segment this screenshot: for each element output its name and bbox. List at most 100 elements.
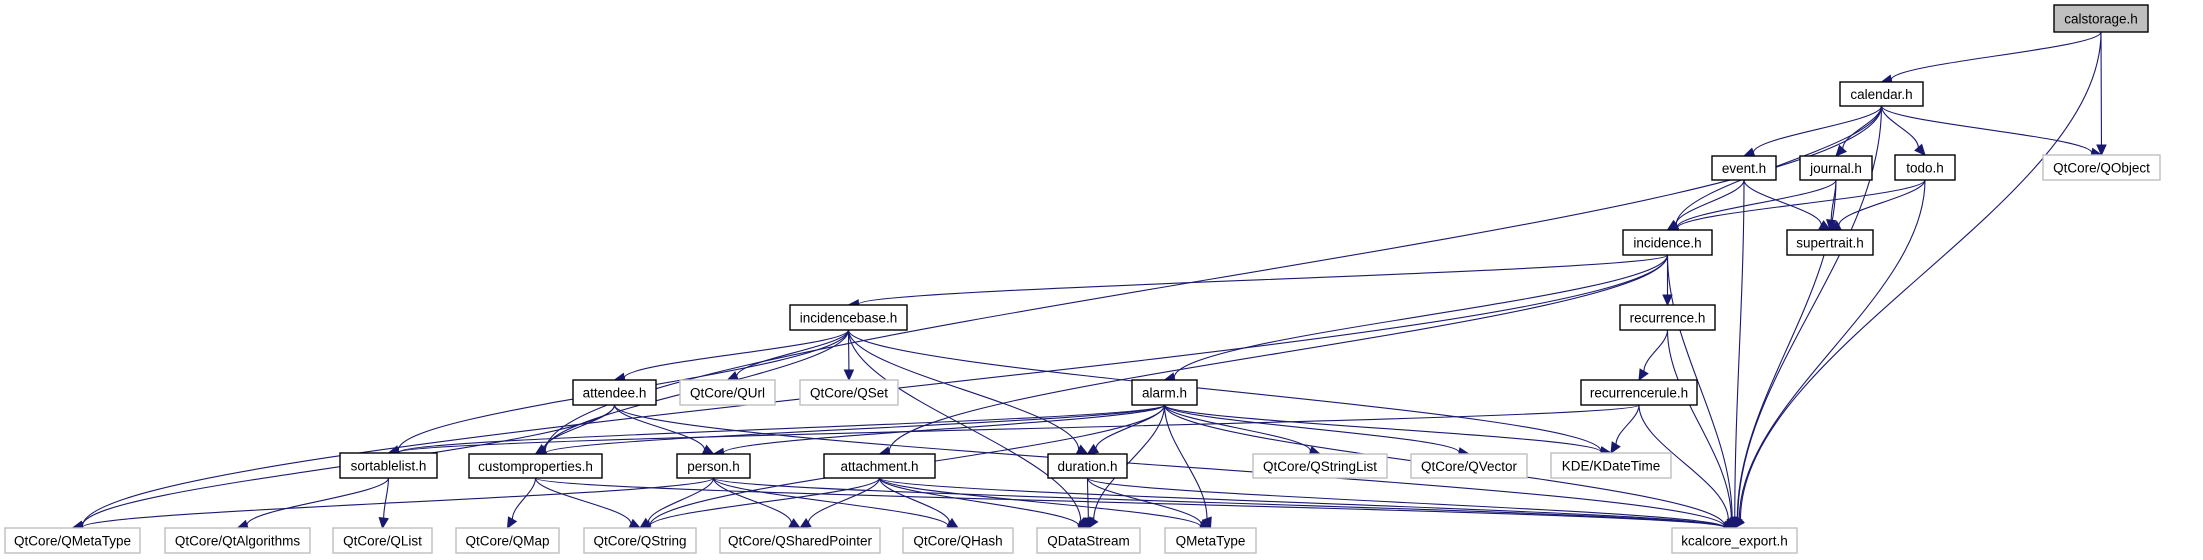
- arrowhead-icon: [2096, 144, 2107, 157]
- edge-line: [878, 477, 1080, 526]
- node-box: [455, 527, 560, 554]
- node-label: QDataStream: [1047, 534, 1130, 549]
- node-qtalgorithms[interactable]: QtCore/QtAlgorithms: [164, 527, 311, 554]
- edge-line: [534, 477, 632, 524]
- node-alarm[interactable]: alarm.h: [1131, 379, 1198, 406]
- arrowhead-icon: [1083, 517, 1094, 530]
- node-box: [1711, 155, 1777, 181]
- edge-calendar-to-event: [1742, 105, 1883, 158]
- node-qvector[interactable]: QtCore/QVector: [1410, 453, 1528, 479]
- node-label: QtCore/QMetaType: [14, 534, 131, 549]
- arrowhead-icon: [946, 517, 960, 529]
- node-qmap[interactable]: QtCore/QMap: [455, 527, 560, 554]
- edge-calendar-to-todo: [1880, 105, 1926, 156]
- edge-attendee-to-person: [613, 404, 715, 455]
- edge-line: [534, 477, 1726, 529]
- edge-duration-to-qdatastream: [1083, 477, 1094, 530]
- node-box: [1799, 155, 1873, 181]
- node-box: [1894, 154, 1956, 181]
- node-qobject[interactable]: QtCore/QObject: [2042, 154, 2161, 181]
- node-incidencebase[interactable]: incidencebase.h: [789, 304, 908, 331]
- node-journal[interactable]: journal.h: [1799, 155, 1873, 181]
- edge-line: [736, 329, 850, 377]
- node-incidence[interactable]: incidence.h: [1622, 229, 1713, 256]
- node-customproperties[interactable]: customproperties.h: [468, 453, 603, 479]
- node-qset[interactable]: QtCore/QSet: [799, 379, 899, 406]
- node-box: [823, 453, 936, 479]
- node-label: alarm.h: [1142, 386, 1187, 401]
- edge-event-to-supertrait: [1743, 179, 1832, 231]
- node-todo[interactable]: todo.h: [1894, 154, 1956, 181]
- node-recurrence[interactable]: recurrence.h: [1619, 304, 1716, 331]
- node-box: [1622, 229, 1713, 256]
- edge-alarm-to-customproperties: [534, 404, 1166, 459]
- edge-line: [1086, 477, 1089, 519]
- node-box: [1550, 452, 1672, 479]
- node-qdatastream[interactable]: QDataStream: [1036, 527, 1141, 554]
- node-qhash[interactable]: QtCore/QHash: [902, 527, 1014, 554]
- node-calendar[interactable]: calendar.h: [1839, 81, 1924, 107]
- node-box: [1164, 527, 1257, 554]
- node-event[interactable]: event.h: [1711, 155, 1777, 181]
- node-label: attendee.h: [583, 386, 647, 401]
- edge-line: [383, 477, 390, 519]
- arrowhead-icon: [798, 517, 812, 529]
- node-kcalcore_export[interactable]: kcalcore_export.h: [1671, 527, 1798, 554]
- node-box: [332, 527, 433, 554]
- edge-calendar-to-journal: [1835, 105, 1883, 157]
- node-box: [1410, 453, 1528, 479]
- edge-line: [1638, 404, 1729, 521]
- node-label: QtCore/QSet: [810, 386, 888, 401]
- edge-line: [1666, 254, 1733, 519]
- node-kdatetime[interactable]: KDE/KDateTime: [1550, 452, 1672, 479]
- node-qtqmetatype[interactable]: QtCore/QMetaType: [4, 527, 141, 554]
- node-label: person.h: [687, 459, 740, 474]
- node-box: [2042, 154, 2161, 181]
- arrowhead-icon: [1638, 368, 1649, 382]
- arrowhead-icon: [378, 516, 389, 530]
- node-qurl[interactable]: QtCore/QUrl: [679, 379, 776, 406]
- edge-line: [712, 477, 949, 527]
- edge-line: [613, 404, 706, 450]
- edge-line: [246, 477, 390, 526]
- node-label: QtCore/QString: [593, 534, 686, 549]
- edge-calendar-to-qobject: [1880, 105, 2103, 158]
- node-qsharedpointer[interactable]: QtCore/QSharedPointer: [719, 527, 881, 554]
- node-attachment[interactable]: attachment.h: [823, 453, 936, 479]
- node-label: QtCore/QUrl: [690, 386, 765, 401]
- edge-line: [544, 404, 1166, 454]
- edge-line: [1163, 404, 1460, 453]
- node-recurrencerule[interactable]: recurrencerule.h: [1580, 379, 1698, 406]
- edge-alarm-to-qstringlist: [1163, 404, 1322, 456]
- edge-line: [847, 329, 1080, 450]
- node-label: calendar.h: [1850, 87, 1912, 102]
- node-label: duration.h: [1057, 459, 1117, 474]
- node-sortablelist[interactable]: sortablelist.h: [339, 452, 438, 479]
- node-label: QtCore/QSharedPointer: [728, 534, 873, 549]
- edge-duration-to-kcalcore_export: [1086, 477, 1736, 533]
- node-box: [468, 453, 603, 479]
- edge-line: [1880, 105, 1919, 148]
- node-supertrait[interactable]: supertrait.h: [1786, 229, 1874, 256]
- node-person[interactable]: person.h: [676, 453, 751, 479]
- edge-line: [1842, 105, 1883, 149]
- edge-line: [1738, 179, 1926, 520]
- node-label: QMetaType: [1176, 534, 1246, 549]
- edge-line: [1880, 105, 2093, 154]
- edge-line: [712, 477, 792, 524]
- node-qstring[interactable]: QtCore/QString: [583, 527, 697, 554]
- node-attendee[interactable]: attendee.h: [572, 379, 657, 406]
- node-box: [1580, 379, 1698, 406]
- node-calstorage[interactable]: calstorage.h: [2053, 4, 2149, 33]
- node-qstringlist[interactable]: QtCore/QStringList: [1252, 453, 1388, 479]
- node-qlist[interactable]: QtCore/QList: [332, 527, 433, 554]
- edge-line: [511, 477, 537, 520]
- node-box: [1671, 527, 1798, 554]
- edge-line: [81, 477, 715, 528]
- edge-line: [857, 254, 1669, 305]
- node-qmetatype[interactable]: QMetaType: [1164, 527, 1257, 554]
- node-duration[interactable]: duration.h: [1047, 453, 1128, 479]
- edge-line: [647, 477, 715, 523]
